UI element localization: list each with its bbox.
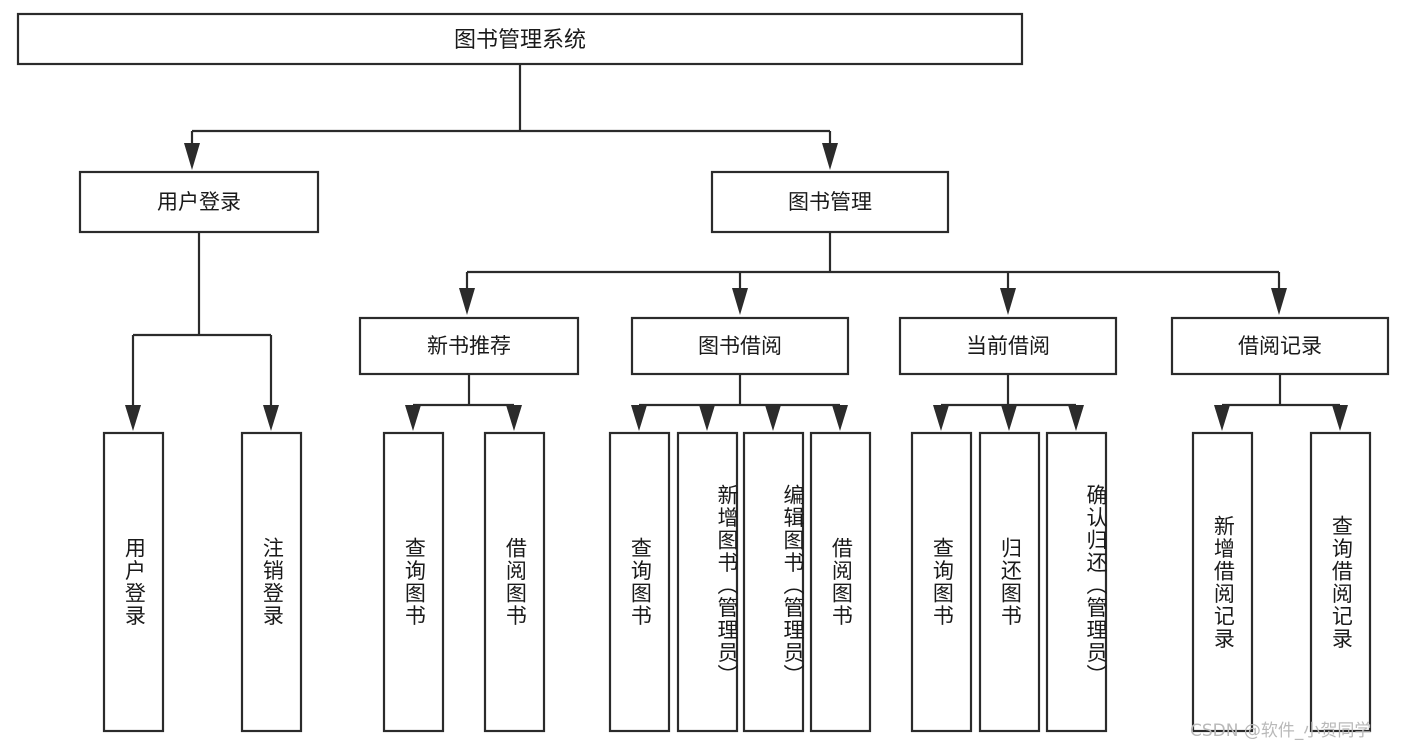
leaf-box-current-borrow-2[interactable] <box>978 431 1041 733</box>
node-current-borrow-box[interactable] <box>898 316 1118 376</box>
arrow-current-leaf-3 <box>1068 405 1084 431</box>
leaf-box-book-borrow-4[interactable] <box>809 431 872 733</box>
leaf-box-book-borrow-2[interactable] <box>676 431 739 733</box>
arrow-borrow-leaf-1 <box>631 405 647 431</box>
leaf-box-borrow-record-2[interactable] <box>1309 431 1372 733</box>
arrow-record-leaf-1 <box>1214 405 1230 431</box>
arrow-borrow-leaf-3 <box>765 405 781 431</box>
arrow-userlogin-leaf-1 <box>125 405 141 431</box>
leaf-box-borrow-record-1[interactable] <box>1191 431 1254 733</box>
node-root-label: 图书管理系统 <box>454 28 586 53</box>
arrow-root-to-user-login <box>184 143 200 170</box>
node-borrow-record-box[interactable] <box>1170 316 1390 376</box>
node-root-box[interactable] <box>16 12 1024 66</box>
node-current-borrow-label: 当前借阅 <box>966 334 1050 358</box>
leaf-box-user-login-1[interactable] <box>102 431 165 733</box>
node-new-book-recommend-label: 新书推荐 <box>427 334 511 358</box>
leaf-box-book-borrow-1[interactable] <box>608 431 671 733</box>
csdn-watermark: CSDN @软件_小贺同学 <box>1190 721 1372 741</box>
node-book-borrow-box[interactable] <box>630 316 850 376</box>
leaf-box-book-borrow-3[interactable] <box>742 431 805 733</box>
leaf-box-current-borrow-1[interactable] <box>910 431 973 733</box>
arrow-borrow-leaf-4 <box>832 405 848 431</box>
arrow-bookmgmt-to-current <box>1000 288 1016 315</box>
arrow-newbook-leaf-1 <box>405 405 421 431</box>
node-book-borrow-label: 图书借阅 <box>698 334 782 358</box>
arrow-current-leaf-2 <box>1001 405 1017 431</box>
node-book-management-box[interactable] <box>710 170 950 234</box>
node-new-book-recommend-box[interactable] <box>358 316 580 376</box>
arrow-userlogin-leaf-2 <box>263 405 279 431</box>
arrow-root-to-book-mgmt <box>822 143 838 170</box>
leaf-box-current-borrow-3[interactable] <box>1045 431 1108 733</box>
leaf-box-new-book-1[interactable] <box>382 431 445 733</box>
leaf-box-user-login-2[interactable] <box>240 431 303 733</box>
connectors-layer <box>125 64 1348 431</box>
nodes-layer: 图书管理系统 用户登录 图书管理 新书推荐 图书借阅 当前借阅 借阅记录 <box>16 12 1390 733</box>
node-borrow-record-label: 借阅记录 <box>1238 334 1322 358</box>
node-user-login-box[interactable] <box>78 170 320 234</box>
arrow-record-leaf-2 <box>1332 405 1348 431</box>
node-book-management-label: 图书管理 <box>788 190 872 214</box>
arrow-bookmgmt-to-borrow <box>732 288 748 315</box>
arrow-bookmgmt-to-newbook <box>459 288 475 315</box>
arrow-borrow-leaf-2 <box>699 405 715 431</box>
arrow-bookmgmt-to-record <box>1271 288 1287 315</box>
node-user-login-label: 用户登录 <box>157 190 241 214</box>
arrow-newbook-leaf-2 <box>506 405 522 431</box>
leaf-box-new-book-2[interactable] <box>483 431 546 733</box>
arrow-current-leaf-1 <box>933 405 949 431</box>
